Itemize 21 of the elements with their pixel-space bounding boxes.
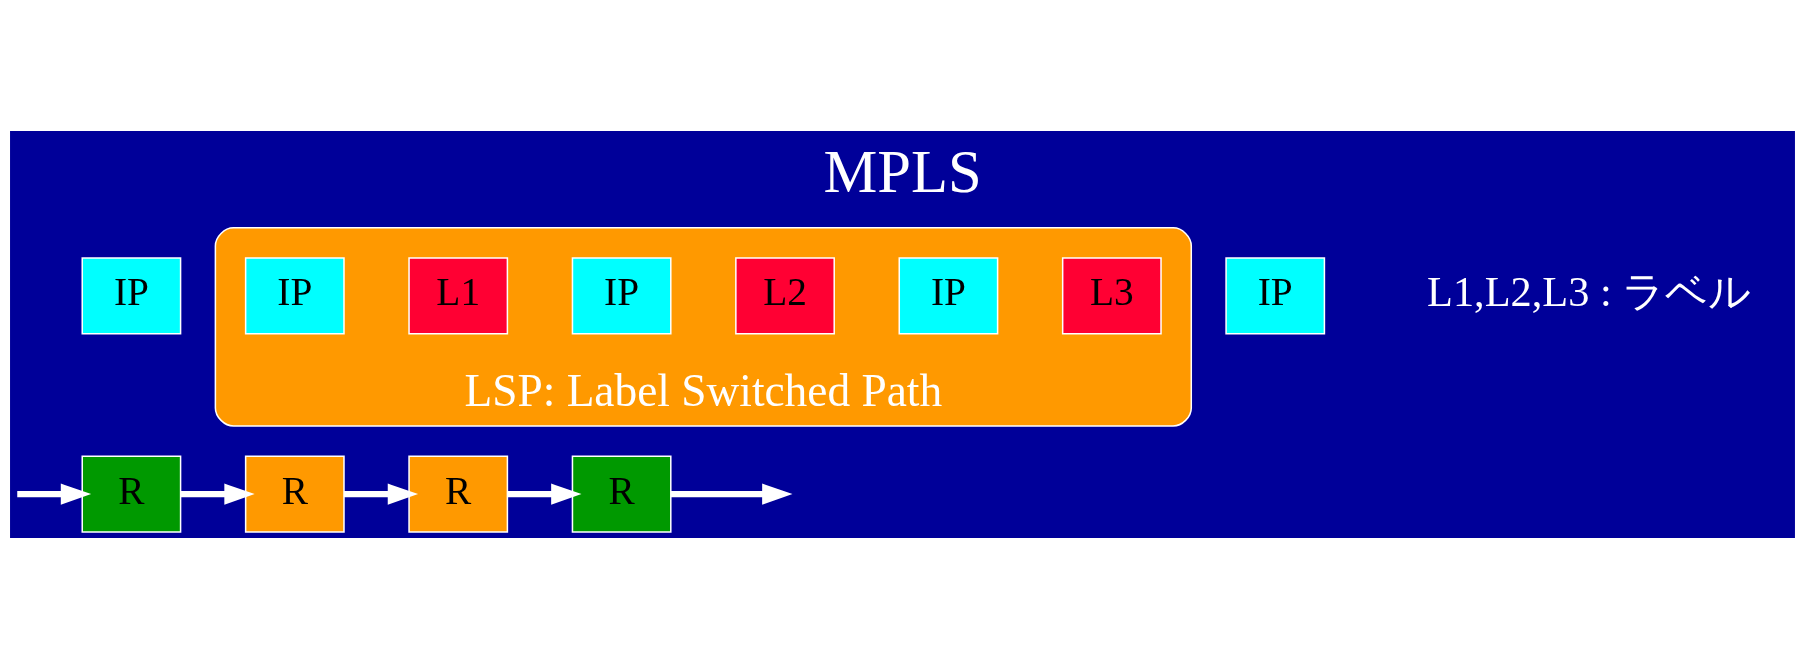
node-box: R xyxy=(571,455,672,533)
cluster xyxy=(214,226,1193,427)
arrow xyxy=(507,483,582,505)
node-box: R xyxy=(81,455,182,533)
node-box: IP xyxy=(244,256,345,334)
node-box: IP xyxy=(898,256,999,334)
arrow xyxy=(180,483,255,505)
node-box: L2 xyxy=(735,256,835,334)
node-box: IP xyxy=(81,256,182,334)
arrow xyxy=(344,483,419,505)
node-label: LSP: Label Switched Path xyxy=(464,365,943,416)
node-box: L1 xyxy=(408,256,509,334)
arrow xyxy=(670,483,793,505)
node-box: IP xyxy=(571,256,672,334)
node-box: R xyxy=(408,455,509,533)
node-box: R xyxy=(244,455,345,533)
node-box: L3 xyxy=(1061,256,1162,334)
node-box: IP xyxy=(1225,256,1326,334)
arrow xyxy=(17,483,92,505)
label: L1,L2,L3 : ラベル xyxy=(1427,267,1752,315)
diagram-title: MPLS xyxy=(823,137,982,205)
